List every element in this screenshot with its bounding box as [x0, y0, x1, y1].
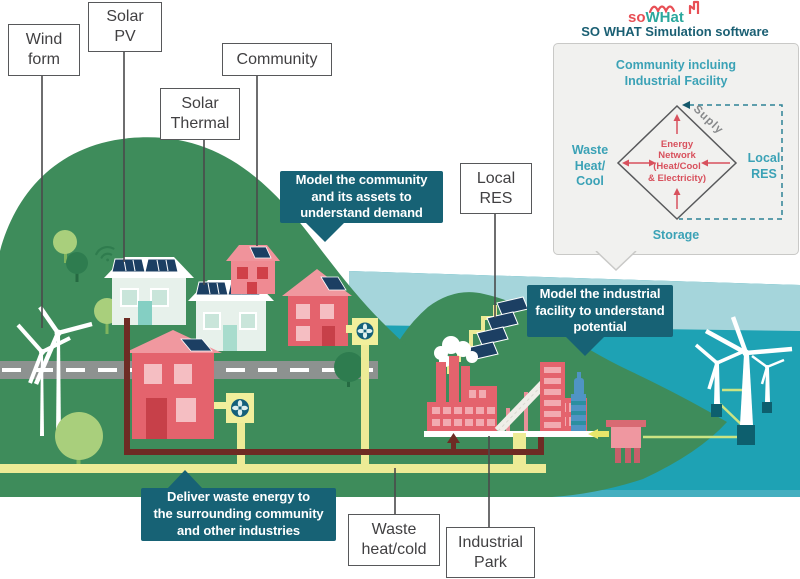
tree: [55, 352, 364, 469]
distillation-column: [571, 372, 586, 434]
smoke: [434, 336, 478, 367]
panel-waste-label: Waste Heat/ Cool: [571, 143, 609, 189]
callout-tail: [167, 470, 203, 489]
logo-text: soWHat: [628, 9, 684, 26]
hillside-solar-array: [447, 296, 529, 374]
callout-tail: [305, 222, 345, 242]
label-community: Community: [222, 43, 332, 76]
logo-so: so: [628, 9, 646, 26]
callout-model-industrial: Model the industrial facility to underst…: [527, 285, 673, 337]
factory: [424, 336, 602, 437]
label-local-res: Local RES: [460, 163, 532, 214]
software-subtitle: SO WHAT Simulation software: [581, 24, 769, 39]
panel-community-label: Community incluing Industrial Facility: [615, 58, 737, 88]
callout-tail: [565, 336, 605, 356]
sowhat-logo: soWHat: [628, 0, 718, 26]
callout-deliver-waste: Deliver waste energy to the surrounding …: [141, 488, 336, 541]
heat-pump-fan-icon: [356, 322, 374, 340]
house-red-heatpump: [282, 269, 378, 346]
label-wind-form: Wind form: [8, 24, 80, 76]
tree: [53, 230, 120, 334]
label-industrial-park: Industrial Park: [446, 527, 535, 578]
sea-platform: [588, 420, 646, 463]
label-solar-thermal: Solar Thermal: [160, 88, 240, 140]
waste-heat-pipe: [124, 318, 544, 455]
onshore-wind-turbine: [16, 305, 93, 438]
wifi-icon: [95, 246, 115, 262]
label-connectors: [41, 50, 496, 528]
supply-dashed-path: [679, 101, 783, 220]
panel-diagram: [616, 101, 783, 221]
panel-tail: [595, 251, 637, 272]
heat-pump-fan-icon: [231, 399, 249, 417]
offshore-wind-turbines: [643, 316, 793, 445]
diamond-shape: [616, 104, 738, 221]
label-solar-pv: Solar PV: [88, 2, 162, 52]
panel-storage-label: Storage: [652, 228, 700, 242]
callout-model-community: Model the community and its assets to un…: [280, 171, 443, 223]
house-solar-pv: [104, 257, 194, 325]
simulation-panel: Community incluing Industrial Facility W…: [553, 43, 799, 255]
energy-flow-arrows: [622, 114, 730, 209]
factory-logo-icon: [648, 0, 700, 14]
house-small-pink: [226, 245, 280, 294]
logo-what: WHat: [645, 9, 684, 26]
district-heat-pipes: [0, 318, 546, 473]
house-big-red: [124, 330, 254, 439]
panel-energy-network-label: Energy Network (Heat/Cool & Electricity): [647, 139, 707, 184]
label-waste-heat-cold: Waste heat/cold: [348, 514, 440, 566]
panel-local-res-label: Local RES: [747, 151, 781, 181]
